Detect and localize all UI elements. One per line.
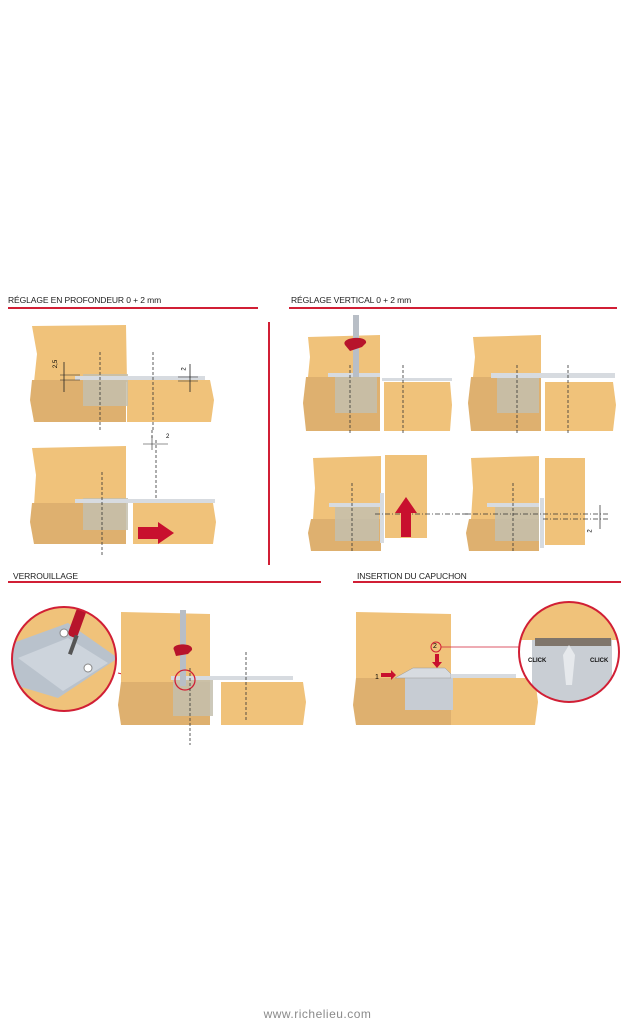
locking-diagram	[118, 610, 306, 745]
click-label-left: CLICK	[528, 658, 547, 664]
step-label-1: 1	[375, 674, 379, 681]
vertical-diagram-1	[303, 315, 452, 433]
vertical-divider	[268, 322, 270, 565]
dim-label-2-gap: 2	[166, 434, 170, 440]
section-title-depth: RÉGLAGE EN PROFONDEUR 0 + 2 mm	[8, 295, 162, 305]
divider-vertical	[289, 307, 617, 309]
cap-detail-magnifier	[518, 601, 620, 703]
cap-insertion-diagram	[353, 612, 538, 725]
divider-cap	[353, 581, 621, 583]
divider-locking	[8, 581, 321, 583]
dim-label-2-right: 2	[181, 367, 188, 371]
vertical-diagram-2	[468, 335, 616, 433]
click-label-right: CLICK	[590, 658, 609, 664]
section-title-vertical: RÉGLAGE VERTICAL 0 + 2 mm	[291, 295, 412, 305]
section-title-cap: INSERTION DU CAPUCHON	[357, 571, 467, 581]
dim-label-2-5: 2,5	[53, 359, 60, 369]
divider-depth	[8, 307, 258, 309]
locking-detail-magnifier	[11, 606, 179, 712]
depth-diagram-before	[30, 325, 214, 430]
vertical-diagram-3	[308, 455, 470, 553]
depth-diagram-after	[30, 430, 216, 556]
footer-url: www.richelieu.com	[263, 1007, 372, 1021]
section-title-locking: VERROUILLAGE	[13, 571, 78, 581]
dim-label-vertical-2: 2	[587, 529, 594, 533]
step-label-2: 2	[433, 643, 437, 650]
vertical-diagram-4	[463, 456, 608, 553]
